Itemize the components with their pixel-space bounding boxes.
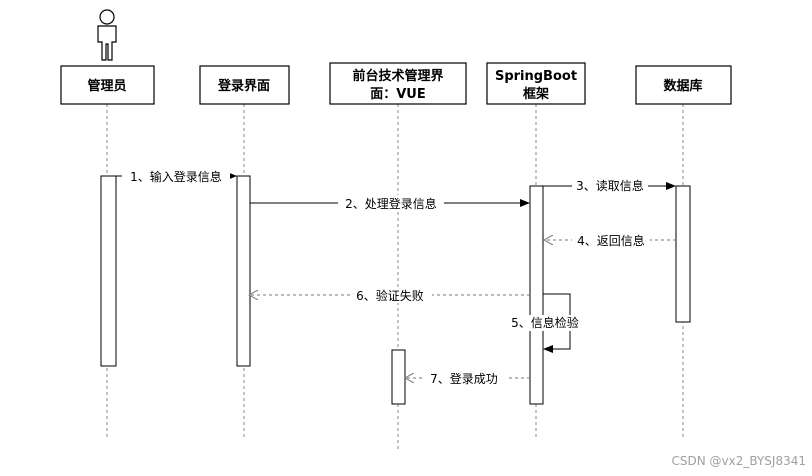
message-5-label: 5、信息检验 xyxy=(511,315,579,330)
participant-login: 登录界面 xyxy=(199,65,290,105)
participant-frontend: 前台技术管理界 面：VUE xyxy=(329,62,467,105)
participant-database: 数据库 xyxy=(635,65,732,105)
activation-springboot xyxy=(529,185,544,405)
message-2-label: 2、处理登录信息 xyxy=(345,196,437,211)
message-1-label: 1、输入登录信息 xyxy=(130,169,222,184)
activation-login xyxy=(236,175,251,367)
participant-springboot-label-1: SpringBoot xyxy=(495,69,577,84)
message-4: 4、返回信息 xyxy=(544,232,676,248)
participant-frontend-label-1: 前台技术管理界 xyxy=(352,68,443,84)
message-3-label: 3、读取信息 xyxy=(576,178,644,193)
participant-springboot: SpringBoot 框架 xyxy=(486,62,586,105)
message-6-label: 6、验证失败 xyxy=(356,288,424,303)
message-2: 2、处理登录信息 xyxy=(250,195,530,211)
participant-springboot-label-2: 框架 xyxy=(523,86,549,102)
actor-icon xyxy=(97,9,117,61)
participant-frontend-label-2: 面：VUE xyxy=(370,87,426,102)
message-3: 3、读取信息 xyxy=(543,178,676,194)
activation-database xyxy=(675,185,691,323)
activation-frontend xyxy=(391,349,406,405)
participant-database-label: 数据库 xyxy=(663,78,702,94)
message-6: 6、验证失败 xyxy=(249,287,530,303)
participant-admin-label: 管理员 xyxy=(87,78,126,94)
activation-admin xyxy=(100,175,117,367)
participant-login-label: 登录界面 xyxy=(217,78,270,94)
message-5: 5、信息检验 xyxy=(504,293,586,353)
message-7: 7、登录成功 xyxy=(405,370,530,386)
watermark: CSDN @vx2_BYSJ8341 xyxy=(672,454,806,468)
message-4-label: 4、返回信息 xyxy=(577,233,645,248)
activation-bars xyxy=(100,175,691,405)
message-1: 1、输入登录信息 xyxy=(116,168,237,184)
participant-admin: 管理员 xyxy=(60,65,155,105)
message-7-label: 7、登录成功 xyxy=(430,371,498,386)
